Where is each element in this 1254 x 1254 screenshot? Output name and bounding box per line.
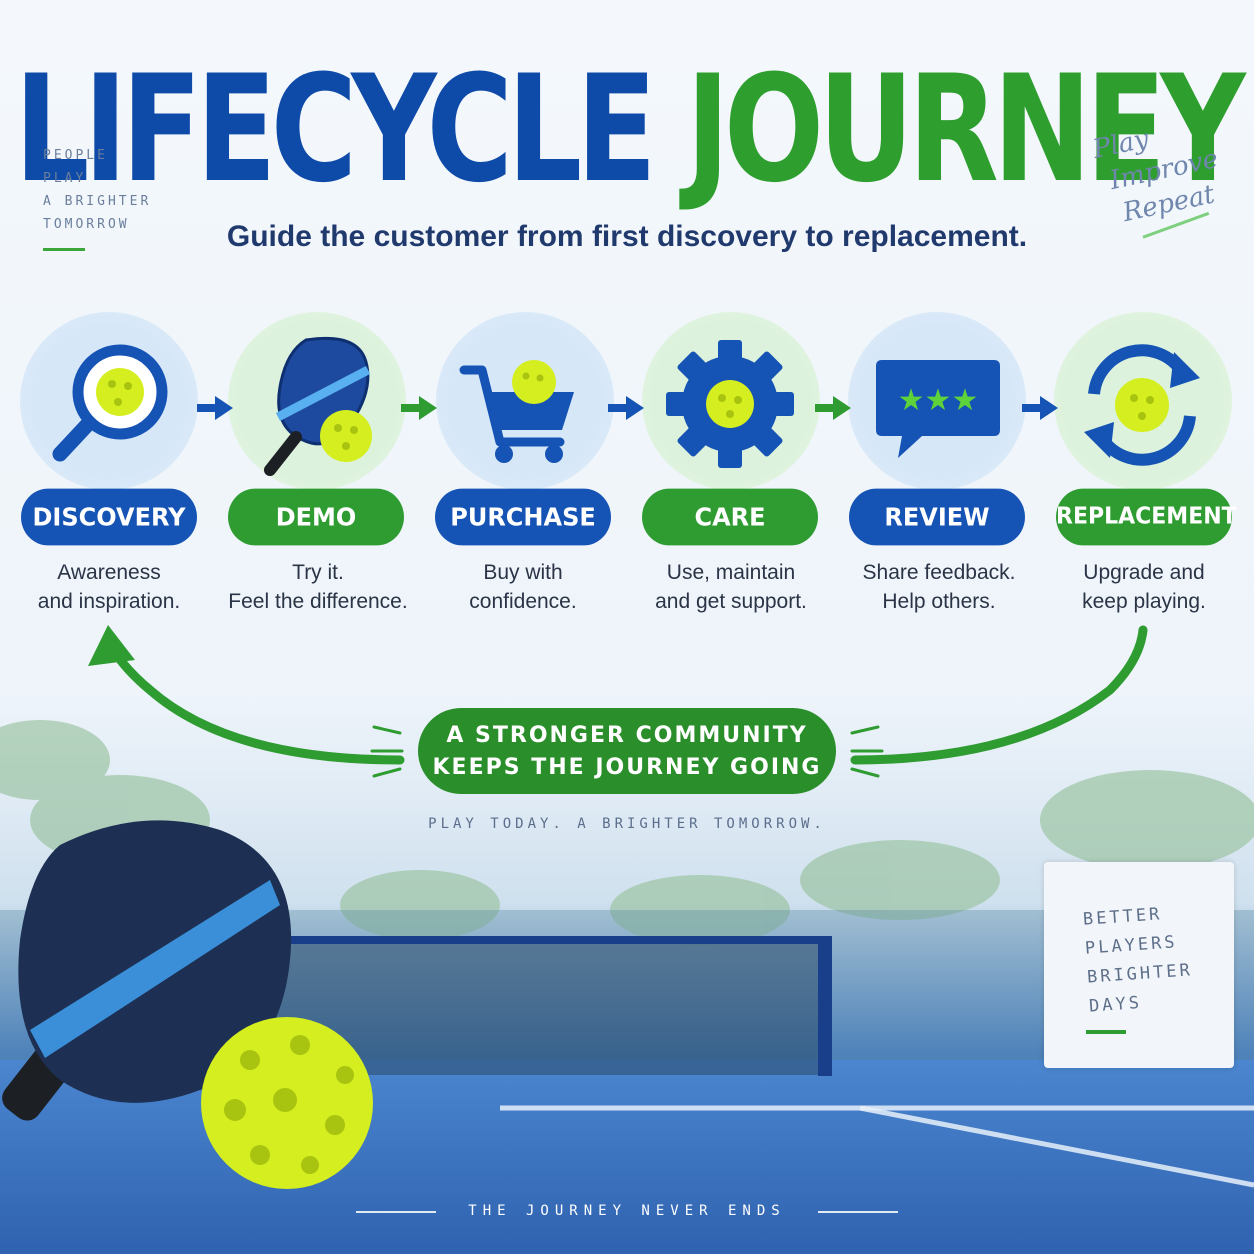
- side-motto-underline: [43, 248, 85, 251]
- tagline: PLAY TODAY. A BRIGHTER TOMORROW.: [428, 816, 826, 832]
- arrow-right-icon: [401, 396, 437, 420]
- desc-line: Try it.: [292, 561, 344, 584]
- refresh-ball-icon: [1084, 344, 1200, 466]
- magnifier-ball-icon: [52, 344, 168, 462]
- cart-ball-icon: [459, 360, 574, 463]
- desc-line: Awareness: [57, 561, 161, 584]
- stage-circle-discovery: [20, 312, 198, 490]
- footer-rule-right: [818, 1211, 898, 1213]
- arrow-right-icon: [608, 396, 644, 420]
- side-motto: PEOPLE PLAY A BRIGHTER TOMORROW: [43, 144, 151, 251]
- stage-desc-demo: Try it. Feel the difference.: [213, 558, 423, 616]
- desc-line: confidence.: [469, 590, 577, 613]
- title-journey: JOURNEY: [685, 42, 1246, 215]
- title-lifecycle: LIFECYCLE: [14, 42, 657, 215]
- desc-line: keep playing.: [1082, 590, 1206, 613]
- stage-desc-review: Share feedback. Help others.: [834, 558, 1044, 616]
- side-motto-line: PLAY: [43, 171, 87, 186]
- stage-circle-demo: [228, 312, 406, 490]
- pickleball-ball-illustration: [201, 1017, 373, 1189]
- desc-line: Use, maintain: [666, 561, 796, 584]
- community-line: KEEPS THE JOURNEY GOING: [432, 755, 822, 780]
- footer-rule-left: [356, 1211, 436, 1213]
- community-banner: A STRONGER COMMUNITY KEEPS THE JOURNEY G…: [418, 708, 836, 794]
- svg-text:★★★: ★★★: [898, 383, 979, 418]
- arrow-right-icon: [815, 396, 851, 420]
- chat-stars-icon: ★★★: [876, 360, 1000, 458]
- footer-text: THE JOURNEY NEVER ENDS: [468, 1203, 786, 1219]
- page-title: LIFECYCLE JOURNEY: [0, 55, 1254, 203]
- stage-circle-purchase: [436, 312, 614, 490]
- loop-arrow-left: [103, 635, 405, 765]
- desc-line: Share feedback.: [862, 561, 1016, 584]
- pickleball-paddle-illustration: [2, 820, 292, 1121]
- stage-label-purchase: PURCHASE: [435, 488, 611, 546]
- desc-line: Upgrade and: [1083, 561, 1205, 584]
- paddle-ball-icon: [264, 336, 372, 476]
- stage-circle-review: ★★★: [848, 312, 1026, 490]
- stage-label-care: CARE: [642, 488, 818, 546]
- desc-line: Feel the difference.: [228, 590, 408, 613]
- fence-sign-text: BETTER PLAYERS BRIGHTER DAYS: [1082, 898, 1196, 1021]
- stage-circle-care: [642, 312, 820, 490]
- community-line: A STRONGER COMMUNITY: [446, 723, 808, 748]
- stage-label-discovery: DISCOVERY: [21, 488, 197, 546]
- stage-desc-replacement: Upgrade and keep playing.: [1039, 558, 1249, 616]
- stage-label-review: REVIEW: [849, 488, 1025, 546]
- arrow-right-icon: [197, 396, 233, 420]
- desc-line: Help others.: [882, 590, 996, 613]
- stage-desc-discovery: Awareness and inspiration.: [4, 558, 214, 616]
- fence-sign-underline: [1086, 1030, 1126, 1034]
- desc-line: and inspiration.: [37, 590, 181, 613]
- page-subtitle: Guide the customer from first discovery …: [226, 220, 1028, 253]
- arrow-right-icon: [1022, 396, 1058, 420]
- loop-arrow-right: [850, 625, 1148, 765]
- gear-ball-icon: [666, 340, 794, 468]
- side-motto-line: PEOPLE: [43, 148, 108, 163]
- stage-label-demo: DEMO: [228, 488, 404, 546]
- stage-circle-replacement: [1054, 312, 1232, 490]
- stage-desc-purchase: Buy with confidence.: [418, 558, 628, 616]
- side-motto-line: TOMORROW: [43, 217, 130, 232]
- stage-label-replacement: REPLACEMENT: [1056, 488, 1237, 546]
- fence-sign: [1044, 862, 1234, 1068]
- desc-line: Buy with: [483, 561, 563, 584]
- stage-desc-care: Use, maintain and get support.: [626, 558, 836, 616]
- burst-lines: [370, 725, 884, 778]
- desc-line: and get support.: [655, 590, 807, 613]
- side-motto-line: A BRIGHTER: [43, 194, 152, 209]
